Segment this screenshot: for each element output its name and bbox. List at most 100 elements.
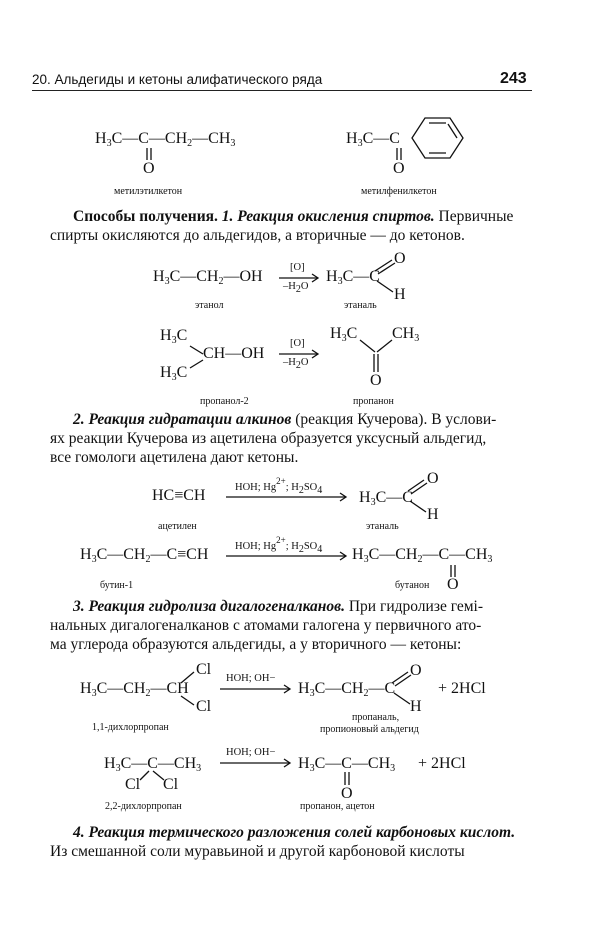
section3-line2: нальных дигалогеналканов с атомами галог… bbox=[50, 617, 482, 634]
arrow-r5-head bbox=[283, 684, 292, 694]
r2-cond-bottom: –H2O bbox=[283, 357, 309, 371]
r5-product: H3C—CH2—C bbox=[298, 680, 396, 699]
mpk-formula: H3C—C bbox=[346, 130, 400, 149]
section4-title-italic: 4. Реакция термического разложения солей… bbox=[73, 824, 516, 841]
r5-product-name-1: пропаналь, bbox=[352, 712, 400, 723]
r3-product-name: этаналь bbox=[366, 521, 399, 532]
header-rule bbox=[32, 90, 532, 91]
section4-line2: Из смешанной соли муравьиной и другой ка… bbox=[50, 843, 465, 860]
section2-line1-rest: (реакция Кучерова). В услови- bbox=[295, 411, 497, 428]
section2-title-italic: 2. Реакция гидратации алкинов bbox=[73, 411, 292, 428]
r3-reactant: HC≡CH bbox=[152, 487, 206, 504]
r2-reactant-name: пропанол-2 bbox=[200, 396, 249, 407]
r1-ch bbox=[376, 280, 394, 293]
r5-product-o: O bbox=[410, 662, 422, 679]
mek-name: метилэтилкетон bbox=[114, 186, 183, 197]
r3-product-h: H bbox=[427, 506, 439, 523]
r2-product-left: H3C bbox=[330, 325, 358, 344]
r5-co-1 bbox=[391, 671, 409, 684]
r1-cond-top: [O] bbox=[290, 262, 305, 273]
r6-product-name: пропанон, ацетон bbox=[300, 801, 375, 812]
section1-title-italic: 1. Реакция окисления спиртов. bbox=[221, 208, 435, 225]
arrow-r3-head bbox=[339, 492, 348, 502]
r5-reactant: H3C—CH2—CH bbox=[80, 680, 189, 699]
r2-reactant-mid: CH—OH bbox=[203, 345, 265, 362]
r4-cond: HOH; Hg2+; H2SO4 bbox=[235, 535, 323, 555]
section1-title-bold: Способы получения. bbox=[73, 208, 218, 225]
section3-title-italic: 3. Реакция гидролиза дигалогеналканов. bbox=[73, 598, 345, 615]
r1-reactant-name: этанол bbox=[195, 300, 224, 311]
section2-line2: ях реакции Кучерова из ацетилена образуе… bbox=[50, 430, 487, 447]
section3-line3: ма углерода образуются альдегиды, а у вт… bbox=[50, 636, 462, 653]
r1-co-2 bbox=[377, 262, 396, 275]
r3-product: H3C—C bbox=[359, 489, 413, 508]
r5-cl-top: Cl bbox=[196, 661, 212, 678]
r5-cl-bottom: Cl bbox=[196, 698, 212, 715]
r2-reactant-bottom: H3C bbox=[160, 364, 188, 383]
r2-bond-bottom bbox=[189, 359, 204, 369]
r5-product-name-2: пропионовый альдегид bbox=[320, 724, 419, 735]
mpk-name: метилфенилкетон bbox=[361, 186, 437, 197]
r5-cond: HOH; OH− bbox=[226, 673, 276, 684]
r6-product-o: O bbox=[341, 785, 353, 802]
r2-product-o: O bbox=[370, 372, 382, 389]
running-title: 20. Альдегиды и кетоны алифатического ря… bbox=[32, 72, 323, 87]
r2-cond-top: [O] bbox=[290, 338, 305, 349]
arrow-r6-head bbox=[283, 758, 292, 768]
mek-oxygen: O bbox=[143, 160, 155, 177]
r5-cl-top-bond bbox=[180, 671, 195, 684]
r3-co-1 bbox=[407, 479, 425, 492]
r2-bond-top bbox=[189, 345, 204, 355]
r5-ch bbox=[393, 692, 411, 705]
r6-byproduct: + 2HCl bbox=[418, 755, 466, 772]
r5-co-2 bbox=[394, 674, 412, 687]
r5-byproduct: + 2HCl bbox=[438, 680, 486, 697]
section2-line3: все гомологи ацетилена дают кетоны. bbox=[50, 449, 299, 466]
r5-cl-bottom-bond bbox=[180, 695, 195, 706]
section3-line1-rest: При гидролизе гемі- bbox=[348, 598, 484, 615]
section1-line1: Способы получения. 1. Реакция окисления … bbox=[73, 207, 532, 226]
section1-line2: спирты окисляются до альдегидов, а втори… bbox=[50, 227, 465, 244]
r4-reactant: H3C—CH2—C≡CH bbox=[80, 546, 209, 565]
r3-co-2 bbox=[410, 482, 428, 495]
r4-reactant-name: бутин-1 bbox=[100, 580, 134, 591]
r1-product-o: O bbox=[394, 250, 406, 267]
r3-ch bbox=[409, 500, 427, 513]
r4-product-o: O bbox=[447, 576, 459, 593]
r6-reactant: H3C—C—CH3 bbox=[104, 755, 202, 774]
section3-line1: 3. Реакция гидролиза дигалогеналканов. П… bbox=[73, 597, 532, 616]
mek-formula: H3C—C—CH2—CH3 bbox=[95, 130, 236, 149]
r1-product: H3C—C bbox=[326, 268, 380, 287]
r2-product-right: CH3 bbox=[392, 325, 420, 344]
r2-reactant-top: H3C bbox=[160, 327, 188, 346]
r6-reactant-name: 2,2-дихлорпропан bbox=[105, 801, 182, 812]
benzene-ring bbox=[411, 117, 464, 159]
r4-product: H3C—CH2—C—CH3 bbox=[352, 546, 493, 565]
arrow-r1-head bbox=[311, 273, 320, 283]
r1-product-h: H bbox=[394, 286, 406, 303]
section4-line1: 4. Реакция термического разложения солей… bbox=[73, 823, 532, 842]
r3-cond: HOH; Hg2+; H2SO4 bbox=[235, 476, 323, 496]
r6-cl-left: Cl bbox=[125, 776, 141, 793]
r1-cond-bottom: –H2O bbox=[283, 281, 309, 295]
r6-cond: HOH; OH− bbox=[226, 747, 276, 758]
r2p-right bbox=[376, 339, 393, 353]
arrow-r2-head bbox=[311, 349, 320, 359]
mpk-oxygen: O bbox=[393, 160, 405, 177]
r1-reactant: H3C—CH2—OH bbox=[153, 268, 263, 287]
benzene-double-3 bbox=[447, 123, 458, 139]
r1-co-1 bbox=[374, 259, 393, 272]
r4-product-name: бутанон bbox=[395, 580, 430, 591]
r6-cl-right: Cl bbox=[163, 776, 179, 793]
r2p-left bbox=[359, 339, 376, 353]
r6-product: H3C—C—CH3 bbox=[298, 755, 396, 774]
page-number: 243 bbox=[500, 70, 527, 87]
r5-reactant-name: 1,1-дихлорпропан bbox=[92, 722, 169, 733]
section2-line1: 2. Реакция гидратации алкинов (реакция К… bbox=[73, 410, 532, 429]
r3-product-o: O bbox=[427, 470, 439, 487]
r1-product-name: этаналь bbox=[344, 300, 377, 311]
arrow-r4-head bbox=[339, 551, 348, 561]
r6-cl-right-bond bbox=[152, 770, 165, 781]
r3-reactant-name: ацетилен bbox=[158, 521, 197, 532]
